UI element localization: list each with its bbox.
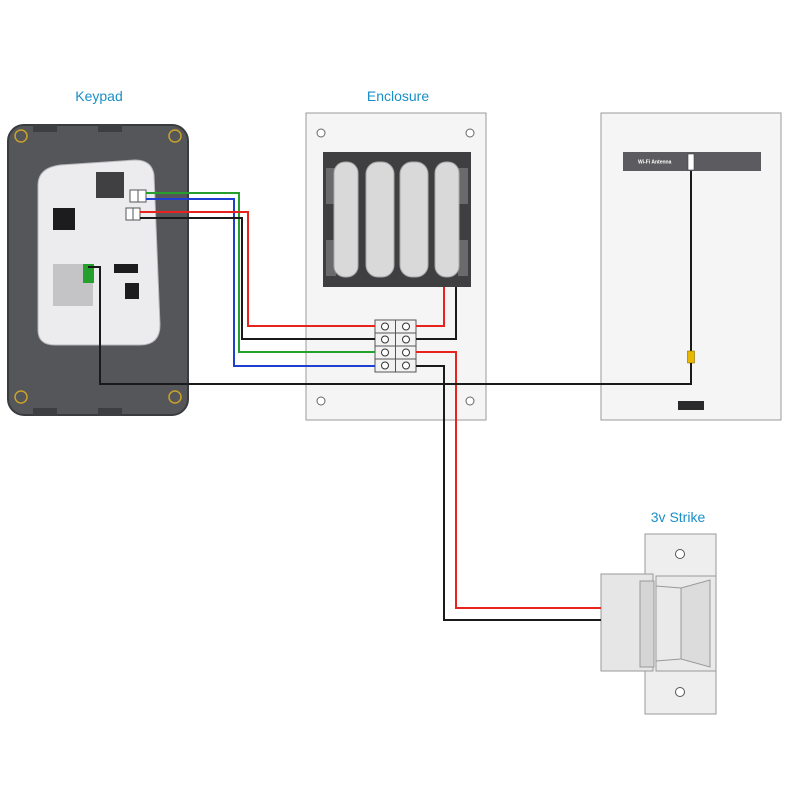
wire-green bbox=[146, 192, 375, 353]
strike-keeper-face bbox=[680, 579, 711, 668]
keypad-green-connector bbox=[83, 264, 94, 283]
keypad-chip-left bbox=[53, 208, 75, 230]
enclosure bbox=[305, 112, 487, 421]
terminal-screw-2r bbox=[402, 335, 410, 344]
terminal-screw-3r bbox=[402, 348, 410, 357]
wires bbox=[88, 192, 692, 621]
keypad-chip-top bbox=[96, 172, 124, 198]
enclosure-screw-tl bbox=[316, 128, 326, 138]
battery-holder-clip-tr bbox=[458, 168, 468, 204]
strike-keeper-edge-top bbox=[655, 585, 682, 589]
terminal-block bbox=[374, 319, 417, 373]
antenna-label: Wi-Fi Antenna bbox=[638, 160, 672, 166]
keypad bbox=[7, 124, 189, 416]
enclosure-label: Enclosure bbox=[367, 88, 429, 104]
wire-black-antenna bbox=[88, 266, 692, 385]
wire-black-strike bbox=[416, 365, 601, 621]
wire-red-battery bbox=[416, 287, 445, 327]
terminal-screw-2l bbox=[381, 335, 389, 344]
battery-holder-clip-bl bbox=[326, 240, 336, 276]
strike-screw-bottom bbox=[675, 687, 685, 697]
wire-black-battery bbox=[416, 287, 457, 340]
antenna-connector bbox=[687, 350, 695, 364]
strike bbox=[600, 533, 717, 715]
strike-hinge bbox=[639, 580, 655, 668]
battery-holder-clip-br bbox=[458, 240, 468, 276]
keypad-chip-bottom bbox=[125, 283, 139, 299]
battery-holder-clip-tl bbox=[326, 168, 336, 204]
wire-blue bbox=[146, 198, 375, 367]
strike-label: 3v Strike bbox=[651, 509, 706, 525]
keypad-bottom-tab-right bbox=[98, 408, 122, 416]
wire-red-strike bbox=[416, 351, 601, 609]
battery-1 bbox=[333, 161, 359, 278]
battery-4 bbox=[434, 161, 460, 278]
keypad-screw-br bbox=[168, 390, 182, 404]
keypad-top-tab-right bbox=[98, 124, 122, 132]
enclosure-screw-tr bbox=[465, 128, 475, 138]
keypad-bottom-tab-left bbox=[33, 408, 57, 416]
enclosure-screw-bl bbox=[316, 396, 326, 406]
terminal-screw-1r bbox=[402, 322, 410, 331]
antenna-mount bbox=[687, 153, 695, 171]
terminal-screw-4r bbox=[402, 361, 410, 370]
strike-screw-top bbox=[675, 549, 685, 559]
terminal-screw-1l bbox=[381, 322, 389, 331]
keypad-label: Keypad bbox=[75, 88, 122, 104]
terminal-screw-3l bbox=[381, 348, 389, 357]
keypad-screw-tr bbox=[168, 129, 182, 143]
battery-holder bbox=[323, 152, 471, 287]
keypad-screw-bl bbox=[14, 390, 28, 404]
wire-black-keypad bbox=[140, 217, 375, 340]
enclosure-screw-br bbox=[465, 396, 475, 406]
battery-2 bbox=[365, 161, 395, 278]
keypad-chip-small bbox=[114, 264, 138, 273]
terminal-screw-4l bbox=[381, 361, 389, 370]
wire-red-keypad bbox=[140, 211, 375, 327]
keypad-top-tab-left bbox=[33, 124, 57, 132]
antenna-panel-slot bbox=[678, 401, 704, 410]
keypad-screw-tl bbox=[14, 129, 28, 143]
strike-keeper-edge-bottom bbox=[655, 658, 682, 662]
battery-3 bbox=[399, 161, 429, 278]
